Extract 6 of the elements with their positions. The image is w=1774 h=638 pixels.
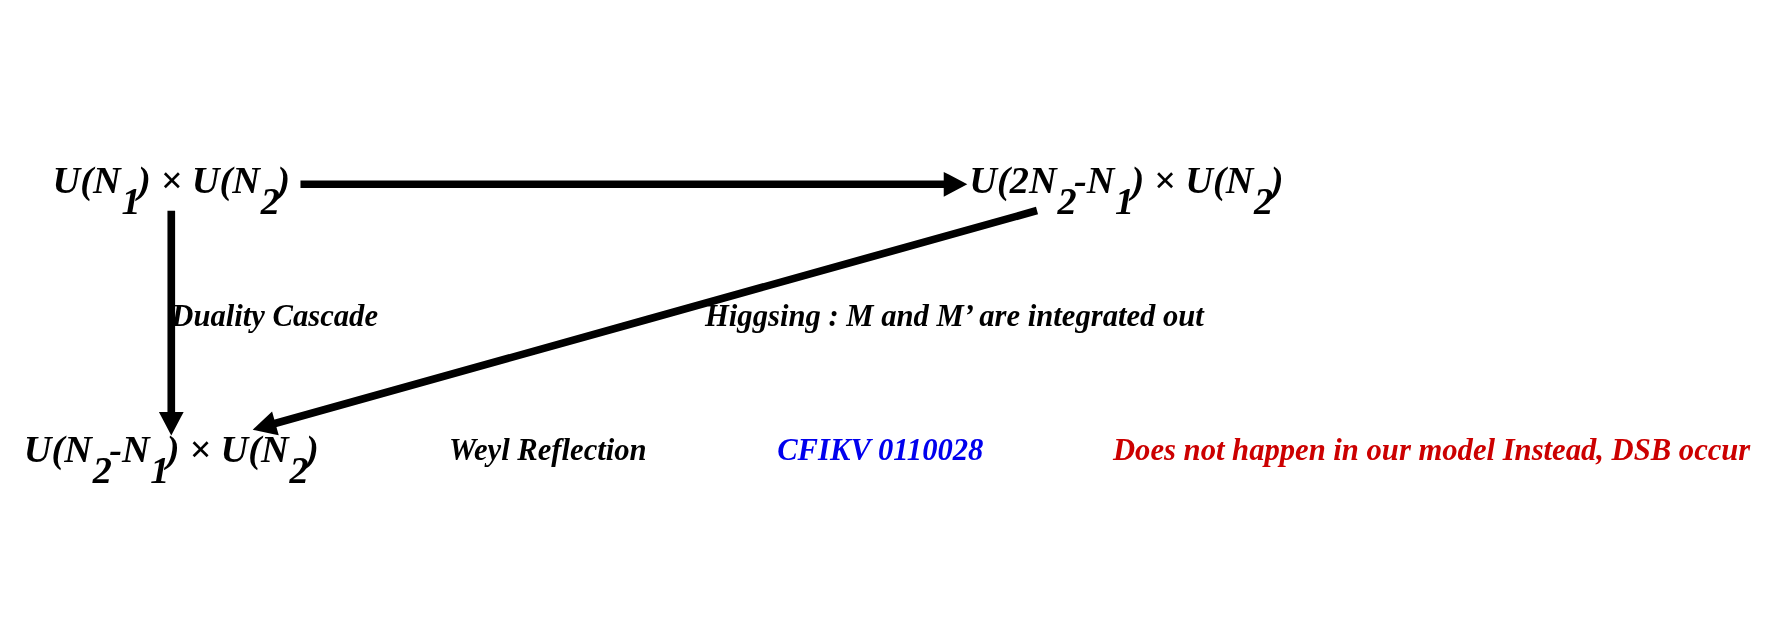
edge-label: Higgsing : M and M’ are integrated out xyxy=(705,298,1204,333)
label: CFIKV 0110028 xyxy=(777,433,984,468)
edge-label: Duality Cascade xyxy=(171,298,378,333)
label: Weyl Reflection xyxy=(449,433,647,468)
label: Does not happen in our model Instead, DSB occur xyxy=(1113,433,1751,468)
arrow xyxy=(252,206,1039,436)
